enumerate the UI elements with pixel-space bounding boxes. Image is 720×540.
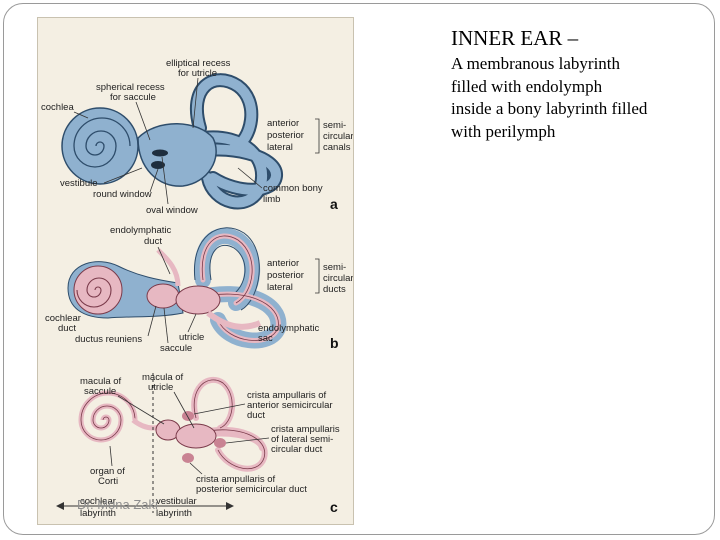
label-endolymphatic-duct-line2: duct [144,236,162,247]
panel-letter-b: b [330,335,339,351]
label-macula-saccule-line1: macula of [80,376,122,387]
label-semicircular-canals-line3: canals [323,142,351,153]
label-duct-lateral: lateral [267,282,293,293]
label-round-window: round window [93,189,152,200]
label-crista-lateral-line2: of lateral semi- [271,434,333,445]
label-duct-anterior: anterior [267,258,299,269]
label-cochlear-duct-line1: cochlear [45,313,81,324]
label-crista-lateral-line1: crista ampullaris [271,424,340,435]
label-cochlear-labyrinth-line1: cochlear [80,496,116,507]
cochlear-duct-spiral [73,265,123,315]
label-endolymphatic-sac-line2: sac [258,333,273,344]
panel-letter-c: c [330,499,338,515]
oval-window-shape [152,149,168,157]
panel-b-membranous-labyrinth: endolymphatic duct anterior posterior la… [45,225,354,354]
label-organ-of-corti-line1: organ of [90,466,125,477]
label-macula-utricle-line1: macula of [142,372,184,383]
label-macula-utricle-line2: utricle [148,382,173,393]
label-semicircular-ducts-line1: semi- [323,262,346,273]
label-ductus-reuniens: ductus reuniens [75,334,142,345]
label-duct-posterior: posterior [267,270,304,281]
endolymphatic-sac-shape [206,310,262,330]
label-oval-window: oval window [146,205,198,216]
bony-cochlea [61,107,139,185]
label-semicircular-ducts-line2: circular [323,273,354,284]
label-saccule: saccule [160,343,192,354]
label-semicircular-ducts-line3: ducts [323,284,346,295]
inner-ear-figure: elliptical recess for utricle spherical … [37,17,354,525]
inner-ear-diagram: elliptical recess for utricle spherical … [41,58,354,519]
slide-title: INNER EAR – [451,26,579,50]
label-vestibule: vestibule [60,178,98,189]
panel-a-bony-labyrinth: elliptical recess for utricle spherical … [41,58,354,216]
label-crista-posterior-line2: posterior semicircular duct [196,484,307,495]
slide-body-line: with perilymph [451,121,556,141]
vestibule-shape [137,123,217,187]
label-canal-lateral: lateral [267,142,293,153]
panel-letter-a: a [330,196,338,212]
cochlear-spiral-c [78,390,138,443]
label-utricle: utricle [179,332,204,343]
slide-body-line: inside a bony labyrinth filled [451,99,648,118]
label-crista-anterior-line2: anterior semicircular [247,400,333,411]
slide-body-line: filled with endolymph [451,76,603,96]
label-vestibular-labyrinth-line2: labyrinth [156,508,192,519]
label-macula-saccule-line2: saccule [84,386,116,397]
label-crista-lateral-line3: circular duct [271,444,323,455]
label-elliptical-recess-line2: for utricle [178,68,217,79]
footer-credit: Dr. Mona Zaki [77,497,158,512]
slide-body-line: A membranous labyrinth [451,54,621,73]
label-canal-anterior: anterior [267,118,299,129]
label-endolymphatic-sac-line1: endolymphatic [258,323,320,334]
round-window-shape [151,161,165,169]
label-organ-of-corti-line2: Corti [98,476,118,487]
label-endolymphatic-duct-line1: endolymphatic [110,225,172,236]
label-elliptical-recess-line1: elliptical recess [166,58,231,69]
label-common-bony-limb-line1: common bony [263,183,323,194]
label-canal-posterior: posterior [267,130,304,141]
panel-c-sensory-areas: macula of saccule macula of utricle cris… [56,372,340,519]
label-semicircular-canals-line2: circular [323,131,354,142]
label-spherical-recess-line2: for saccule [110,92,156,103]
label-cochlear-duct-line2: duct [58,323,76,334]
label-vestibular-labyrinth-line1: vestibular [156,496,197,507]
slide-frame [3,3,715,535]
label-cochlear-labyrinth-line2: labyrinth [80,508,116,519]
saccule-shape [146,283,180,309]
label-spherical-recess-line1: spherical recess [96,82,165,93]
label-crista-posterior-line1: crista ampullaris of [196,474,276,485]
slide-body: A membranous labyrinth filled with endol… [451,53,701,143]
label-cochlea: cochlea [41,102,74,113]
label-semicircular-canals-line1: semi- [323,120,346,131]
label-crista-anterior-line1: crista ampullaris of [247,390,327,401]
utricle-shape [175,285,221,315]
label-crista-anterior-line3: duct [247,410,265,421]
label-common-bony-limb-line2: limb [263,194,280,205]
